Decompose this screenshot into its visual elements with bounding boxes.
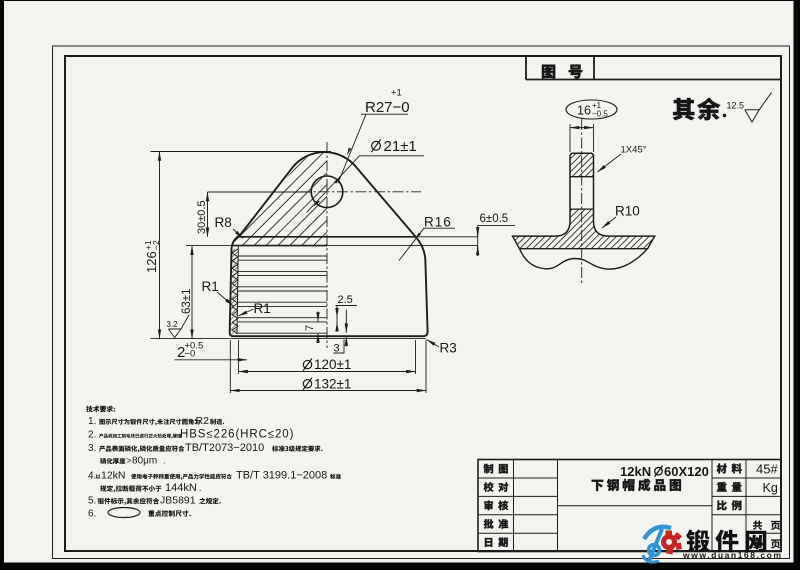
svg-text:−0: −0	[185, 349, 196, 360]
svg-text:2.: 2.	[88, 430, 96, 441]
svg-text:1X45°: 1X45°	[621, 145, 647, 156]
svg-text:12kN: 12kN	[620, 464, 651, 479]
svg-text:+1: +1	[592, 101, 602, 110]
svg-text:4.: 4.	[88, 471, 96, 482]
svg-text:16: 16	[577, 104, 591, 118]
svg-text:2.5: 2.5	[338, 294, 353, 306]
svg-text:21±1: 21±1	[384, 138, 417, 155]
svg-text:12kN: 12kN	[101, 470, 126, 482]
svg-text:−0.5: −0.5	[592, 110, 608, 119]
svg-text:TB/T 3199.1−2008: TB/T 3199.1−2008	[236, 470, 327, 482]
svg-text:.: .	[199, 483, 202, 493]
svg-text:www.duan168.com: www.duan168.com	[682, 550, 783, 560]
svg-text:5.: 5.	[88, 496, 96, 507]
svg-text:R1: R1	[254, 301, 271, 316]
svg-text:3.2: 3.2	[167, 320, 179, 329]
svg-text:R2: R2	[196, 415, 210, 427]
svg-text:1.: 1.	[88, 416, 96, 427]
svg-text:7: 7	[304, 325, 316, 331]
svg-text:120±1: 120±1	[314, 357, 351, 372]
svg-text:132±1: 132±1	[314, 376, 351, 391]
svg-text:30±0.5: 30±0.5	[196, 200, 208, 234]
svg-text:R27−0: R27−0	[365, 99, 410, 116]
svg-text:>: >	[126, 456, 131, 466]
svg-text:R3: R3	[440, 341, 457, 356]
svg-text:+1: +1	[143, 240, 153, 250]
svg-text:6±0.5: 6±0.5	[480, 213, 509, 225]
svg-text:2: 2	[177, 344, 185, 361]
svg-text:−2: −2	[151, 240, 161, 250]
svg-text:45#: 45#	[756, 462, 778, 477]
svg-text:3.: 3.	[88, 443, 96, 454]
svg-text:R8: R8	[215, 215, 232, 230]
svg-text:+1: +1	[391, 88, 402, 99]
svg-text:+0.5: +0.5	[185, 341, 204, 352]
svg-text:63±1: 63±1	[181, 289, 193, 315]
svg-text:3: 3	[334, 343, 340, 355]
svg-text:TB/T2073−2010: TB/T2073−2010	[185, 442, 264, 454]
svg-text:Kg: Kg	[763, 481, 778, 495]
svg-text:R10: R10	[615, 204, 640, 219]
svg-text:6.: 6.	[88, 509, 96, 520]
svg-text:HBS≤226(HRC≤20): HBS≤226(HRC≤20)	[180, 429, 294, 441]
svg-text:.: .	[163, 456, 166, 466]
svg-text:12.5: 12.5	[727, 100, 745, 110]
svg-text:126: 126	[144, 251, 159, 273]
svg-text:80μm: 80μm	[132, 456, 157, 467]
svg-text:60X120: 60X120	[664, 464, 709, 479]
svg-text:144kN: 144kN	[165, 482, 197, 494]
svg-text:R1: R1	[202, 279, 219, 294]
svg-text:R16: R16	[424, 215, 452, 230]
svg-text:JB5891: JB5891	[160, 495, 196, 507]
